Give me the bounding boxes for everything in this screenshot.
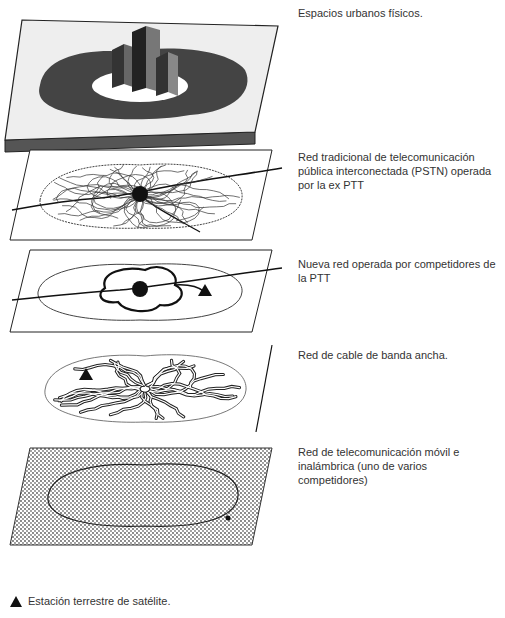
layer-label: Red de cable de banda ancha. (298, 348, 498, 362)
layer-label: Red de telecomunicación móvil e inalámbr… (298, 445, 498, 487)
cable-network-layer (45, 345, 272, 432)
triangle-symbol (10, 596, 22, 607)
mobile-network-layer (10, 448, 272, 545)
legend-text: Estación terrestre de satélite. (28, 594, 170, 608)
legend-row: Estación terrestre de satélite. (10, 594, 170, 608)
competitor-network-layer (10, 250, 282, 332)
layer-label: Nueva red operada por competidores de la… (298, 257, 498, 285)
layer-label: Red tradicional de telecomunicación públ… (298, 150, 498, 192)
pstn-layer (10, 150, 282, 240)
urban-space-layer (5, 20, 278, 152)
layer-label: Espacios urbanos físicos. (298, 6, 498, 20)
